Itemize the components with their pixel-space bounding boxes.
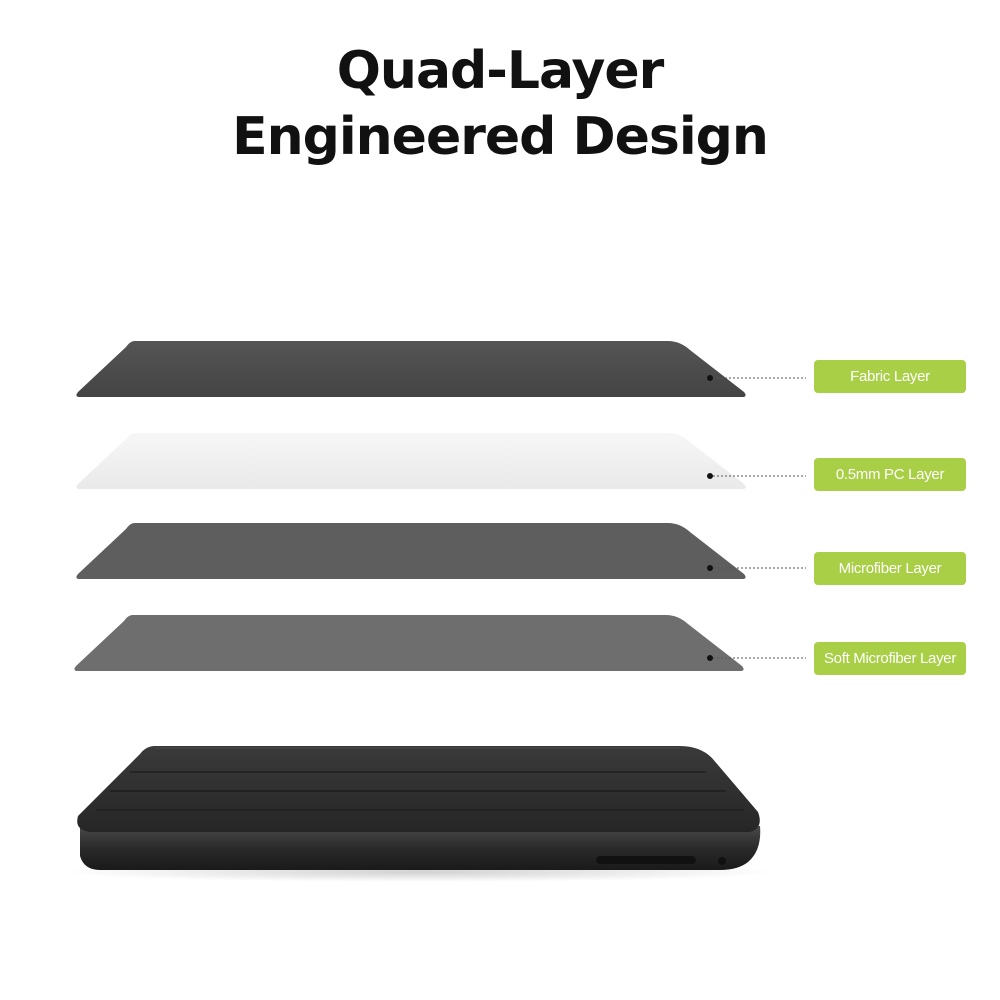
port-cutout	[596, 856, 696, 864]
fabric-layer-sheet	[76, 341, 806, 397]
assembled-tablet-case	[60, 746, 780, 882]
badge-microfiber-layer: Microfiber Layer	[814, 552, 966, 585]
title-line-1: Quad-Layer	[336, 41, 665, 101]
soft-microfiber-layer-sheet	[74, 615, 806, 671]
pc-layer-sheet	[76, 433, 806, 489]
badge-soft-microfiber-layer: Soft Microfiber Layer	[814, 642, 966, 675]
microfiber-layer-sheet	[76, 523, 806, 579]
page-title: Quad-Layer Engineered Design	[0, 38, 1000, 170]
headphone-cutout	[718, 857, 726, 865]
badge-fabric-layer: Fabric Layer	[814, 360, 966, 393]
badge-pc-layer: 0.5mm PC Layer	[814, 458, 966, 491]
title-line-2: Engineered Design	[232, 107, 769, 167]
